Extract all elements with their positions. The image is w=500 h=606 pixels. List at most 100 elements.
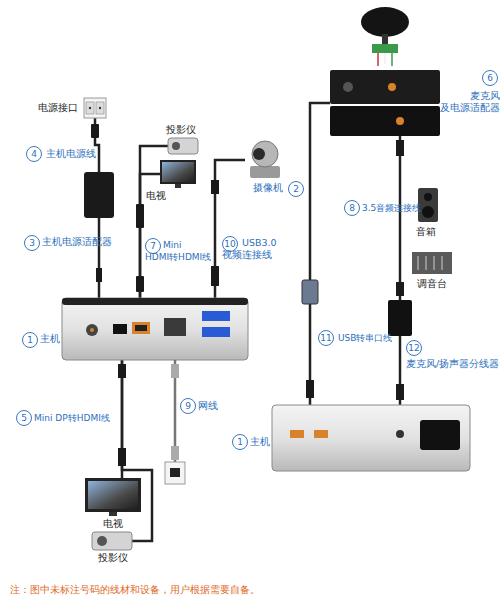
usb-port [290,430,304,438]
host-pc: 主机 [62,298,248,360]
audio-plug [396,140,404,156]
cable-name: 网线 [198,400,218,412]
tv-art [160,160,196,188]
dc-plug [96,268,102,282]
mini-dp-plug [118,364,126,378]
mic-port [388,83,396,91]
hdmi-plug [118,448,126,466]
hdmi-port-slot [135,325,147,331]
camera-head [252,141,278,167]
device-label: 摄像机 [253,182,283,194]
mic-knob [343,82,353,92]
mic-port [396,117,404,125]
mic-box [330,70,440,104]
tv-screen [162,162,194,182]
rj45-plug [171,446,179,460]
device-label: 投影仪 [166,124,196,136]
tv-art [85,478,141,516]
projector-lens [97,536,107,546]
db9-plug [302,280,318,304]
camera: 摄像机 [245,140,285,180]
network-socket-hole [170,468,180,477]
usb-plug [211,266,219,286]
socket-hole [99,107,101,109]
callout-number: 8 [344,200,360,216]
device-label: 电视 [146,190,166,202]
projector-lens [172,142,180,150]
mic-puck [361,7,409,37]
speaker-cone [424,193,432,201]
callout-number: 12 [406,340,422,356]
device-label: 麦克风/扬声器分线器 [406,358,499,370]
adapter-art [84,172,114,218]
callout-number: 5 [16,410,32,426]
cable-line [399,136,402,300]
cable-name: 主机电源线 [46,148,96,160]
audio-plug [396,282,404,296]
microphone: 麦克风 及电源适配器 [330,70,440,136]
camera-lens [253,148,265,160]
speaker-cone [422,206,434,218]
callout-number: 7 [145,238,161,254]
device-label: 电视 [103,518,123,530]
device-label: 音箱 [416,226,436,238]
mixer-body [412,252,452,274]
mixer-fader [434,256,435,270]
mixer-fader [426,256,427,270]
mini-dp-port [113,324,127,334]
projector: 投影仪 [92,532,132,550]
cable-line [215,160,245,298]
tv: 电视 [85,478,141,516]
mic-wire [377,53,379,66]
power-jack [86,324,98,336]
splitter-art [388,300,412,336]
cable-name: USB3.0 视频连接线 [222,237,294,261]
mini-hdmi-plug [136,276,144,292]
usb-plug [211,180,219,194]
host-art [62,298,248,360]
lan-port [164,318,186,336]
camera-base [250,166,280,178]
callout-number: 4 [26,146,42,162]
host-body [272,405,470,471]
device-label: 调音台 [417,278,447,290]
power-socket: 电源接口 [84,98,106,118]
usb-port [202,327,230,337]
callout-number: 9 [180,398,196,414]
callout-number: 2 [288,181,304,197]
usb-port [314,430,328,438]
mixer-fader [442,256,443,270]
usb-port [202,311,230,321]
mixer-fader [418,256,419,270]
mic-wire [391,53,393,66]
hdmi-port [132,322,150,334]
socket-face [86,102,94,114]
microphone-art [330,7,440,136]
power-adapter: 主机电源适配器 [84,172,114,218]
cable-line [310,103,330,405]
host-body [62,298,248,360]
device-label: 主机电源适配器 [42,236,112,248]
power-plug [91,124,99,138]
tv-frame [85,478,141,512]
tv-stand [109,512,117,516]
cable-name: 3.5音频连接线 [362,202,421,214]
socket-hole [89,107,91,109]
mic-wire [384,53,386,64]
rj45-plug [171,364,179,378]
projector: 投影仪 [168,138,198,154]
footnote: 注：图中未标注号码的线材和设备，用户根据需要自备。 [10,584,260,596]
device-label: 投影仪 [98,552,128,564]
camera-art [250,141,280,178]
cable-line [122,360,152,541]
tv-stand [175,184,181,188]
hdmi-plug [136,204,144,228]
tv-screen [88,481,138,509]
audio-plug [396,384,404,400]
projector-body [92,532,132,550]
mic-adapter [330,106,440,136]
host-pc: 主机 [272,405,470,471]
callout-number: 1 [232,434,248,450]
